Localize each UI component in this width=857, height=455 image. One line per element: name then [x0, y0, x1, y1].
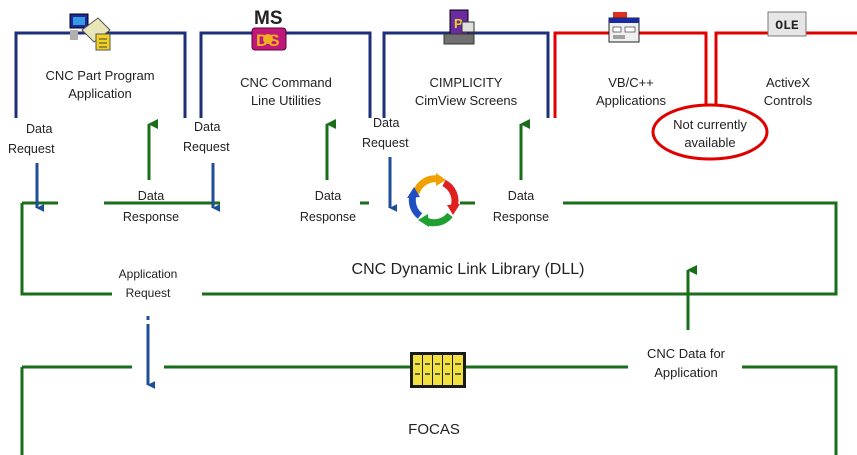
svg-text:P: P	[454, 16, 463, 31]
dll-label: CNC Dynamic Link Library (DLL)	[352, 261, 585, 278]
data-response-label-3b: Response	[493, 210, 549, 224]
command-line-label-1: CNC Command	[240, 75, 332, 90]
cimplicity-icon: P	[443, 9, 475, 45]
cimplicity-label-2: CimView Screens	[415, 93, 518, 108]
data-response-label-3a: Data	[508, 189, 534, 203]
ole-icon: OLE	[767, 11, 807, 37]
focas-label: FOCAS	[408, 421, 460, 438]
dll-frame: CNC Dynamic Link Library (DLL)	[20, 201, 838, 296]
data-response-label-2a: Data	[315, 189, 341, 203]
not-available-line-2: available	[684, 135, 735, 150]
activex-label-1: ActiveX	[766, 75, 810, 90]
ole-icon-text: OLE	[775, 18, 799, 33]
data-request-label-1a: Data	[26, 122, 52, 136]
data-response-label-2b: Response	[300, 210, 356, 224]
data-response-label-1b: Response	[123, 210, 179, 224]
svg-text:MS: MS	[254, 8, 283, 29]
ms-dos-icon: MS DS	[251, 8, 287, 51]
cnc-program-icon	[69, 13, 111, 51]
data-response-label-1a: Data	[138, 189, 164, 203]
cimplicity-label-1: CIMPLICITY	[430, 75, 503, 90]
vb-label-2: Applications	[596, 93, 667, 108]
cycle-arrows-icon	[407, 173, 460, 227]
application-request-label-a: Application	[119, 267, 178, 281]
box-cimplicity: CIMPLICITY CimView Screens	[382, 31, 550, 118]
vb-window-icon	[608, 12, 640, 43]
data-request-label-2a: Data	[194, 120, 220, 134]
data-request-label-3b: Request	[362, 136, 409, 150]
vb-label-1: VB/C++	[608, 75, 654, 90]
box-vb-applications: VB/C++ Applications	[553, 31, 708, 118]
part-program-label-1: CNC Part Program	[45, 68, 154, 83]
plc-rack-icon	[410, 352, 466, 388]
data-request-label-2b: Request	[183, 140, 230, 154]
activex-label-2: Controls	[764, 93, 813, 108]
box-activex: ActiveX Controls	[714, 31, 857, 118]
application-request-label-b: Request	[126, 286, 171, 300]
box-command-line: CNC Command Line Utilities	[199, 31, 372, 118]
cnc-data-label-b: Application	[654, 365, 718, 380]
data-request-label-1b: Request	[8, 142, 55, 156]
data-request-label-3a: Data	[373, 116, 399, 130]
not-available-line-1: Not currently	[673, 117, 747, 132]
part-program-label-2: Application	[68, 86, 132, 101]
cnc-data-label-a: CNC Data for	[647, 346, 726, 361]
command-line-label-2: Line Utilities	[251, 93, 322, 108]
focas-frame: FOCAS	[20, 365, 838, 455]
not-available-callout: Not currently available	[651, 103, 769, 161]
